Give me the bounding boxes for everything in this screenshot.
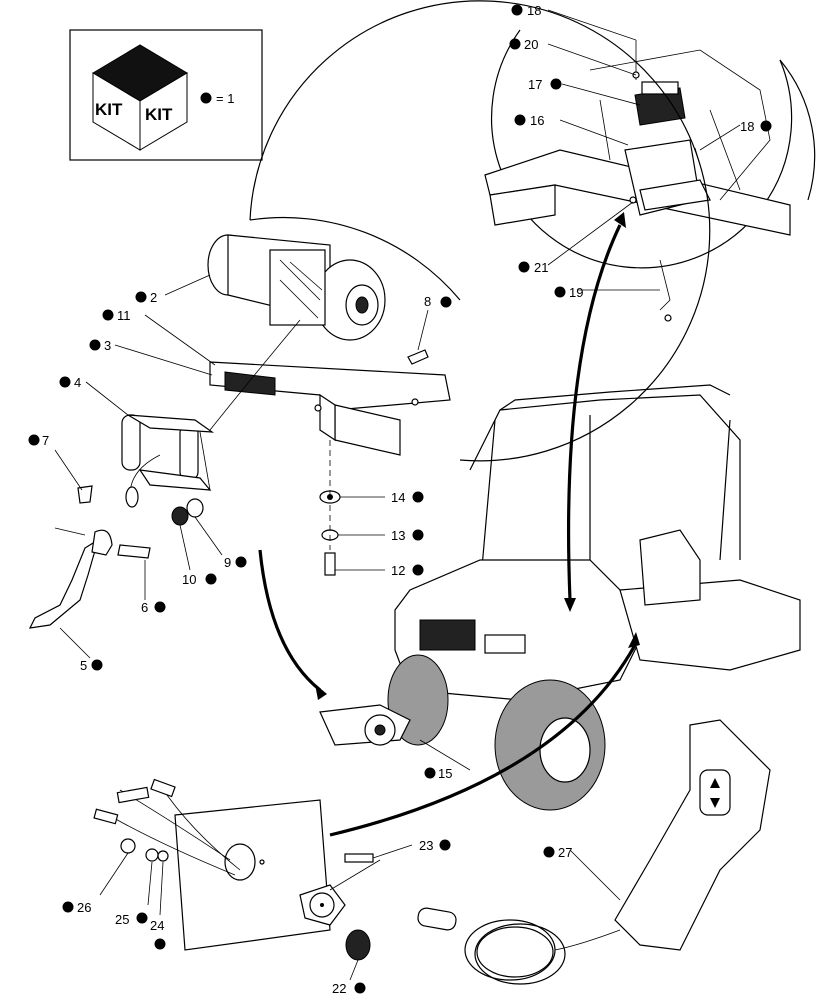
callout-5: 5 (80, 658, 103, 673)
callout-11: 11 (102, 308, 131, 323)
kit-bullet-dot (200, 92, 212, 104)
assembly-arrows (258, 212, 640, 837)
kit-equals-text: = 1 (216, 91, 234, 106)
callout-number: 2 (150, 290, 157, 305)
callout-number: 14 (391, 490, 405, 505)
callout-17: 17 (528, 77, 562, 92)
callout-20: 20 (509, 37, 538, 52)
callout-4: 4 (59, 375, 81, 390)
callout-8: 8 (424, 294, 452, 309)
callout-23: 23 (419, 838, 451, 853)
kit-label-right: KIT (145, 105, 173, 124)
winch-assembly-detail (28, 0, 711, 629)
callout-number: 27 (558, 845, 572, 860)
callout-14: 14 (391, 490, 424, 505)
callout-number: 9 (224, 555, 231, 570)
callout-number: 5 (80, 658, 87, 673)
callout-number: 26 (77, 900, 91, 915)
callout-25: 25 (115, 912, 148, 927)
callout-number: 11 (117, 308, 131, 323)
callout-number: 18 (527, 3, 541, 18)
callout-6: 6 (141, 600, 166, 615)
callout-number: 7 (42, 433, 49, 448)
callout-18-right: 18 (740, 119, 772, 134)
callout-number: 15 (438, 766, 452, 781)
callout-number: 18 (740, 119, 754, 134)
callout-number: 13 (391, 528, 405, 543)
callout-number: 22 (332, 981, 346, 996)
callout-13: 13 (391, 528, 424, 543)
callout-number: 12 (391, 563, 405, 578)
control-box-detail (484, 29, 816, 322)
callout-number: 8 (424, 294, 431, 309)
callout-number: 6 (141, 600, 148, 615)
remote-control-assembly (93, 719, 771, 985)
kit-box-icon: KIT KIT (92, 44, 188, 151)
callout-number: 4 (74, 375, 81, 390)
callout-number: 21 (534, 260, 548, 275)
callout-7: 7 (28, 433, 49, 448)
callout-16: 16 (514, 113, 544, 128)
leader-lines (54, 9, 741, 981)
callout-number: 23 (419, 838, 433, 853)
callout-15: 15 (424, 766, 452, 781)
callout-number: 16 (530, 113, 544, 128)
callout-number: 3 (104, 338, 111, 353)
callout-2: 2 (135, 290, 157, 305)
callout-number: 10 (182, 572, 196, 587)
callout-10: 10 (182, 572, 217, 587)
callout-27: 27 (543, 845, 572, 860)
callout-21: 21 (518, 260, 548, 275)
callout-26: 26 (62, 900, 91, 915)
callout-12: 12 (391, 563, 424, 578)
callout-number: 19 (569, 285, 583, 300)
kit-legend: KIT KIT = 1 (69, 29, 263, 161)
callout-number: 17 (528, 77, 542, 92)
callout-19: 19 (554, 285, 583, 300)
callout-number: 20 (524, 37, 538, 52)
callout-labels: 18 20 17 16 18 21 19 2 (28, 3, 772, 996)
kit-label-left: KIT (95, 100, 123, 119)
callout-22: 22 (332, 981, 366, 996)
callout-9: 9 (224, 555, 247, 570)
callout-3: 3 (89, 338, 111, 353)
utility-vehicle (319, 384, 801, 811)
callout-number: 24 (150, 918, 164, 933)
callout-number: 25 (115, 912, 129, 927)
callout-18-top: 18 (511, 3, 541, 18)
callout-24: 24 (150, 918, 166, 950)
